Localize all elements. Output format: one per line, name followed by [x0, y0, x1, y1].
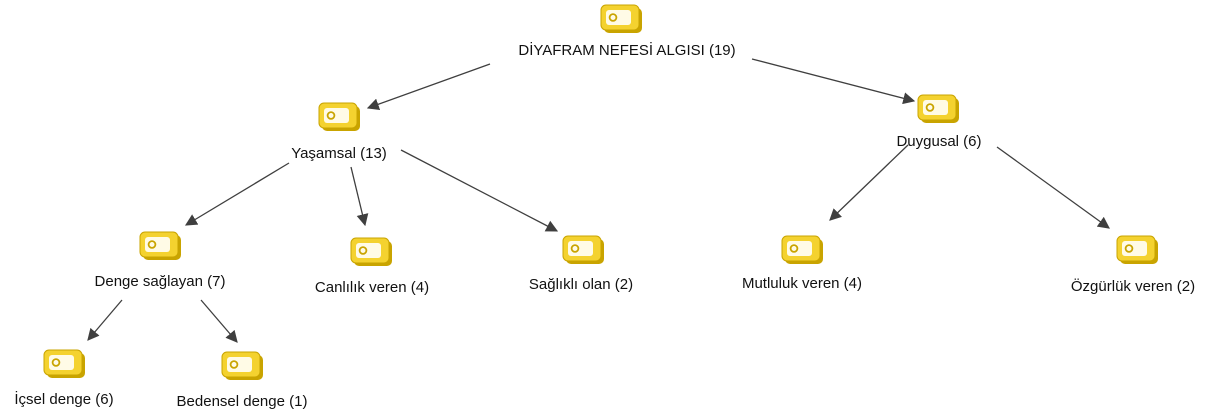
edge-duygusal-to-mutluluk	[829, 144, 909, 221]
node-label-saglikli: Sağlıklı olan (2)	[529, 276, 633, 293]
node-label-denge: Denge sağlayan (7)	[95, 273, 226, 290]
code-tag-icon	[1116, 235, 1158, 264]
code-tag-icon	[917, 94, 959, 123]
node-label-duygusal: Duygusal (6)	[896, 133, 981, 150]
edge-yasamsal-to-denge	[184, 162, 290, 226]
node-label-icsel: İçsel denge (6)	[14, 390, 113, 408]
node-canlilik[interactable]: Canlılık veren (4)	[315, 237, 429, 296]
node-icsel[interactable]: İçsel denge (6)	[14, 349, 114, 408]
node-label-ozgurluk: Özgürlük veren (2)	[1071, 277, 1195, 295]
node-denge[interactable]: Denge sağlayan (7)	[95, 231, 226, 290]
node-yasamsal[interactable]: Yaşamsal (13)	[291, 102, 387, 162]
node-root[interactable]: DİYAFRAM NEFESİ ALGISI (19)	[518, 4, 736, 59]
node-label-canlilik: Canlılık veren (4)	[315, 279, 429, 296]
edges-layer	[87, 58, 1110, 343]
node-bedensel[interactable]: Bedensel denge (1)	[177, 351, 308, 410]
node-label-bedensel: Bedensel denge (1)	[177, 393, 308, 410]
code-tag-icon	[562, 235, 604, 264]
code-tag-icon	[221, 351, 263, 380]
edge-root-to-duygusal	[751, 58, 916, 105]
node-duygusal[interactable]: Duygusal (6)	[896, 94, 982, 150]
edge-yasamsal-to-saglikli	[400, 149, 559, 232]
edge-denge-to-bedensel	[200, 299, 238, 343]
edge-denge-to-icsel	[87, 299, 123, 341]
node-label-mutluluk: Mutluluk veren (4)	[742, 275, 862, 292]
node-ozgurluk[interactable]: Özgürlük veren (2)	[1071, 235, 1195, 295]
code-tag-icon	[318, 102, 360, 131]
nodes-layer: DİYAFRAM NEFESİ ALGISI (19) Yaşamsal (13)…	[14, 4, 1195, 410]
node-label-yasamsal: Yaşamsal (13)	[291, 145, 387, 162]
edge-duygusal-to-ozgurluk	[996, 146, 1110, 229]
edge-root-to-yasamsal	[366, 63, 491, 110]
edge-yasamsal-to-canlilik	[350, 166, 369, 227]
code-tag-icon	[350, 237, 392, 266]
node-mutluluk[interactable]: Mutluluk veren (4)	[742, 235, 862, 292]
node-saglikli[interactable]: Sağlıklı olan (2)	[529, 235, 633, 293]
code-tag-icon	[139, 231, 181, 260]
code-tag-icon	[43, 349, 85, 378]
node-label-root: DİYAFRAM NEFESİ ALGISI (19)	[518, 41, 735, 59]
code-tag-icon	[600, 4, 642, 33]
code-tag-icon	[781, 235, 823, 264]
